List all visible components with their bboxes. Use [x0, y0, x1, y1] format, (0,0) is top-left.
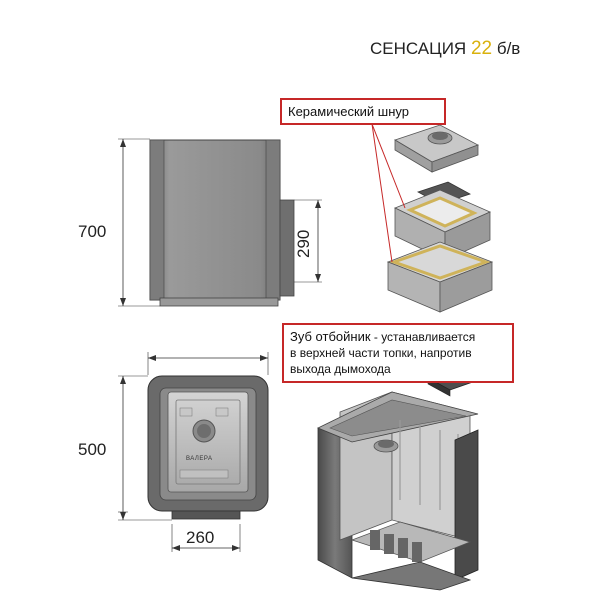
ceramic-cord-callout: Керамический шнур: [280, 98, 446, 125]
dim-depth-label: 500: [78, 440, 107, 459]
product-title: СЕНСАЦИЯ 22 б/в: [370, 38, 520, 60]
exploded-view: [371, 123, 494, 313]
deflector-text-1: - устанавливается: [370, 330, 476, 344]
ceramic-cord-text: Керамический шнур: [288, 104, 409, 119]
product-suffix: б/в: [496, 39, 521, 58]
deflector-callout: Зуб отбойник - устанавливается в верхней…: [282, 323, 514, 383]
dim-height-label: 700: [78, 222, 107, 241]
deflector-text-3: выхода дымохода: [290, 362, 391, 376]
deflector-title: Зуб отбойник: [290, 329, 371, 344]
product-number: 22: [470, 38, 493, 59]
deflector-text-2: в верхней части топки, напротив: [290, 346, 472, 360]
side-view: [118, 138, 322, 307]
top-view: [118, 352, 269, 552]
brand-label: ВАЛЕРА: [186, 456, 213, 462]
cutaway-view: [317, 365, 492, 591]
dim-chimney-label: 290: [294, 229, 313, 258]
product-name: СЕНСАЦИЯ: [370, 39, 467, 58]
dim-width-label: 260: [186, 528, 215, 547]
